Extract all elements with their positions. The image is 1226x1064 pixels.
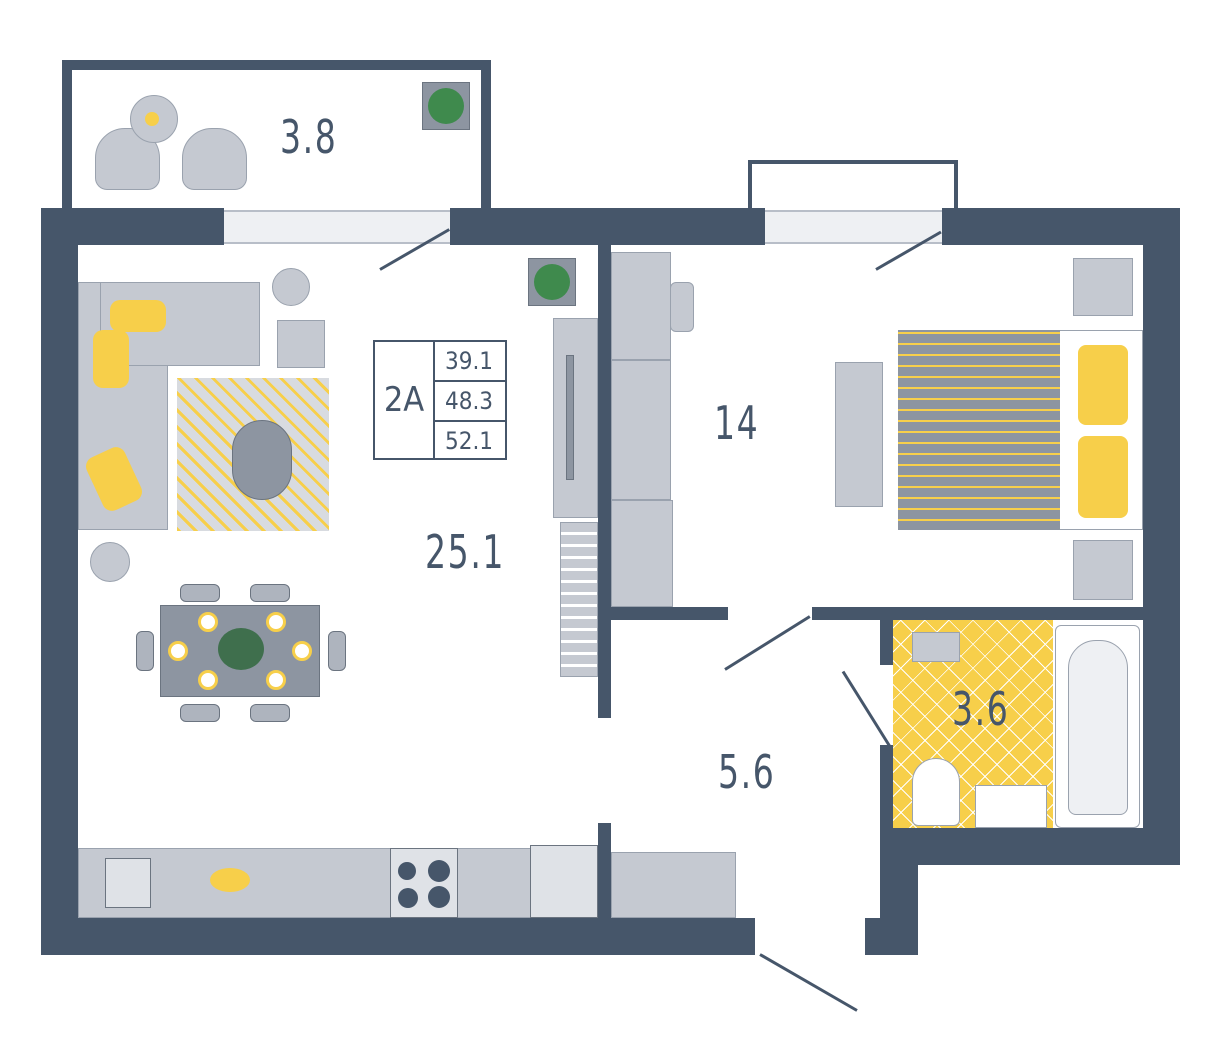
bedspread [898,330,1060,530]
hallway-area: 5.6 [718,745,776,799]
entrance-door[interactable] [759,953,858,1012]
apartment-type-tag: 2A 39.1 48.3 52.1 [373,340,507,460]
pillow [1078,436,1128,518]
total-area: 48.3 [433,380,505,420]
wall [450,208,765,245]
window [765,210,942,244]
plate [198,670,218,690]
side-table [277,320,325,368]
burner [398,888,418,908]
closet [611,500,673,607]
cup [145,112,159,126]
nightstand [1073,540,1133,600]
plate [266,612,286,632]
plate [292,641,312,661]
wardrobe [611,360,671,500]
wall [598,245,611,718]
chair [180,584,220,602]
chair [328,631,346,671]
bench [835,362,883,507]
shoe-rack [611,852,736,918]
wall [880,745,893,828]
stove[interactable] [390,848,458,918]
coffee-table [232,420,292,500]
living-kitchen-area: 25.1 [425,525,506,579]
wall [865,918,918,955]
wall [598,823,611,918]
pillow [1078,345,1128,425]
bedroom-balcony-frame [748,160,752,210]
plant-leaves [428,88,464,124]
bathtub-inner [1068,640,1128,815]
window [224,210,450,244]
tv-stand [553,318,598,518]
bedroom-door[interactable] [724,615,811,671]
chair [136,631,154,671]
burner [428,860,450,882]
bathroom-door[interactable] [841,670,891,747]
toilet[interactable] [912,758,960,826]
wall [880,620,893,665]
desk-chair [670,282,694,332]
kitchen-counter [78,848,598,918]
wall [880,828,1180,865]
radiator [560,522,598,677]
plate [266,670,286,690]
plate [168,641,188,661]
chair [180,704,220,722]
wall [41,918,755,955]
balcony-wall [62,60,72,210]
bathroom-area: 3.6 [952,682,1010,736]
apartment-type-code: 2A [375,342,435,458]
cushion [110,300,166,332]
cushion [93,330,129,388]
floor-lamp [90,542,130,582]
washbasin[interactable] [975,785,1047,828]
chair [250,704,290,722]
burner [428,886,450,908]
balcony-wall [481,60,491,210]
flower-vase [218,628,264,670]
pan [210,868,250,892]
plate [198,612,218,632]
balcony-wall [62,60,491,70]
wall [611,607,728,620]
nightstand [1073,258,1133,316]
wall [812,607,1143,620]
bedroom-balcony-frame [748,160,958,164]
armchair [182,128,247,190]
fridge[interactable] [530,845,598,918]
bedroom-balcony-frame [954,160,958,210]
wall [41,208,78,955]
towel-rail [912,632,960,662]
wall [942,208,1180,245]
plant-leaves [534,264,570,300]
total-area-with-balcony: 52.1 [433,420,505,460]
balcony-area: 3.8 [280,110,338,164]
burner [398,862,416,880]
desk [611,252,671,360]
wall [1143,208,1180,865]
tv [566,355,574,480]
living-area: 39.1 [444,347,494,375]
floor-lamp [272,268,310,306]
bedroom-area: 14 [714,396,760,450]
sink[interactable] [105,858,151,908]
chair [250,584,290,602]
